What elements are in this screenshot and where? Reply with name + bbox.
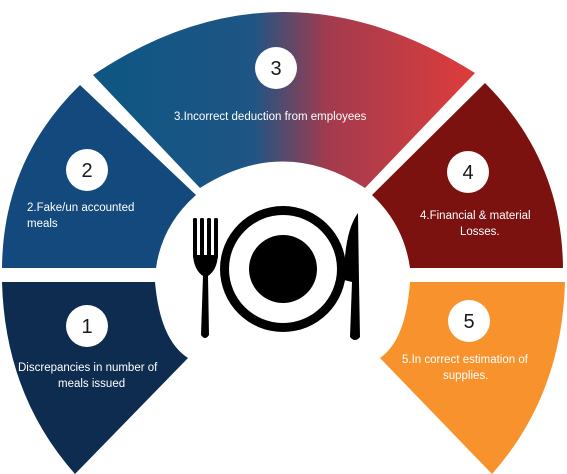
segment-3-badge xyxy=(255,47,297,89)
segment-2-line-2: meals xyxy=(27,218,58,230)
segment-2-number: 2 xyxy=(81,160,92,182)
segment-5: 5 5.In correct estimation of supplies. xyxy=(380,282,565,474)
segment-2-badge xyxy=(66,149,108,191)
segment-5-line-1: 5.In correct estimation of xyxy=(402,354,529,366)
segment-3: 3 3.Incorrect deduction from employees xyxy=(93,11,475,188)
segment-1-line-2: meals issued xyxy=(58,378,125,390)
segment-2: 2 2.Fake/un accounted meals xyxy=(2,85,196,268)
segment-5-badge xyxy=(448,300,490,342)
segment-2-line-1: 2.Fake/un accounted xyxy=(27,202,134,214)
segment-1-badge xyxy=(66,305,108,347)
segment-4-line-2: Losses. xyxy=(460,226,500,238)
segment-3-number: 3 xyxy=(270,58,281,80)
segment-1: 1 Discrepancies in number of meals issue… xyxy=(2,282,188,474)
plate-icon xyxy=(220,206,346,332)
segment-4-line-1: 4.Financial & material xyxy=(420,210,531,222)
fork-icon xyxy=(193,218,218,338)
segment-3-line-1: 3.Incorrect deduction from employees xyxy=(174,111,367,123)
segment-1-wedge xyxy=(2,282,188,474)
segment-3-wedge xyxy=(93,11,475,188)
segment-4-number: 4 xyxy=(462,162,473,184)
segment-4-badge xyxy=(447,151,489,193)
segment-1-line-1: Discrepancies in number of xyxy=(18,362,158,374)
knife-icon xyxy=(344,213,360,340)
segment-5-line-2: supplies. xyxy=(443,370,488,382)
segment-5-number: 5 xyxy=(463,311,474,333)
segment-1-number: 1 xyxy=(81,316,92,338)
plate-fork-knife-icon xyxy=(193,206,360,340)
segment-4: 4 4.Financial & material Losses. xyxy=(372,83,563,268)
segment-5-wedge xyxy=(380,282,565,474)
